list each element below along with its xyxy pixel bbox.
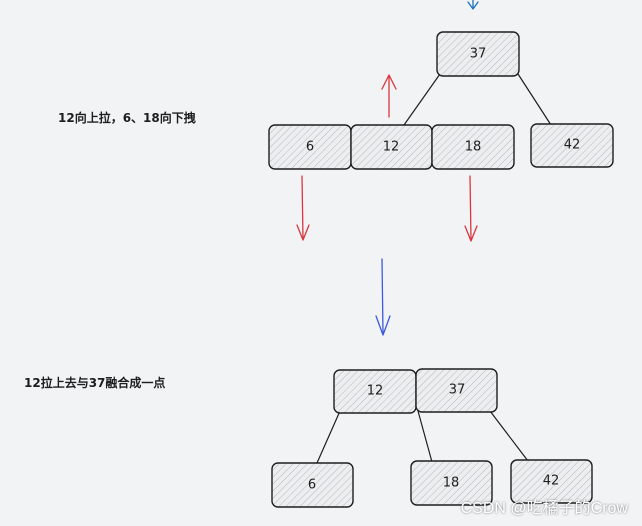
top-node-6-label: 6 [306, 140, 314, 155]
csdn-watermark: CSDN @吃橘子的Crow [460, 500, 628, 517]
top-node-12-label: 12 [383, 140, 400, 155]
bottom-root-node-37: 37 [415, 368, 498, 413]
top-root-node: 37 [436, 31, 520, 77]
step1-annotation: 12向上拉，6、18向下拽 [58, 111, 196, 125]
top-down-arrow [467, 0, 479, 10]
bottom-root-12-label: 12 [367, 384, 384, 399]
edge-12-6 [316, 410, 341, 464]
edge-37-42 [517, 73, 552, 126]
bottom-node-18: 18 [410, 460, 493, 506]
bottom-node-42-label: 42 [543, 474, 560, 489]
up-arrow-12 [381, 74, 397, 118]
top-node-12: 12 [350, 124, 433, 170]
bottom-root-37-label: 37 [449, 383, 466, 398]
top-node-42: 42 [530, 123, 614, 168]
bottom-node-42: 42 [510, 459, 593, 504]
transition-arrow [375, 258, 391, 336]
edge-37-12 [403, 73, 441, 126]
bottom-root-node-12: 12 [333, 369, 417, 414]
bottom-node-18-label: 18 [443, 476, 460, 491]
top-node-42-label: 42 [564, 138, 581, 153]
bottom-node-6: 6 [271, 462, 354, 508]
down-arrow-6 [296, 175, 310, 241]
top-node-6: 6 [268, 124, 352, 170]
step2-annotation: 12拉上去与37融合成一点 [24, 376, 166, 390]
down-arrow-18 [464, 175, 478, 242]
edge-37-42-bottom [489, 410, 529, 462]
bottom-node-6-label: 6 [308, 478, 316, 493]
top-node-18-label: 18 [465, 140, 482, 155]
edge-merged-18 [417, 410, 433, 463]
top-root-label: 37 [470, 47, 487, 62]
top-node-18: 18 [431, 124, 515, 170]
